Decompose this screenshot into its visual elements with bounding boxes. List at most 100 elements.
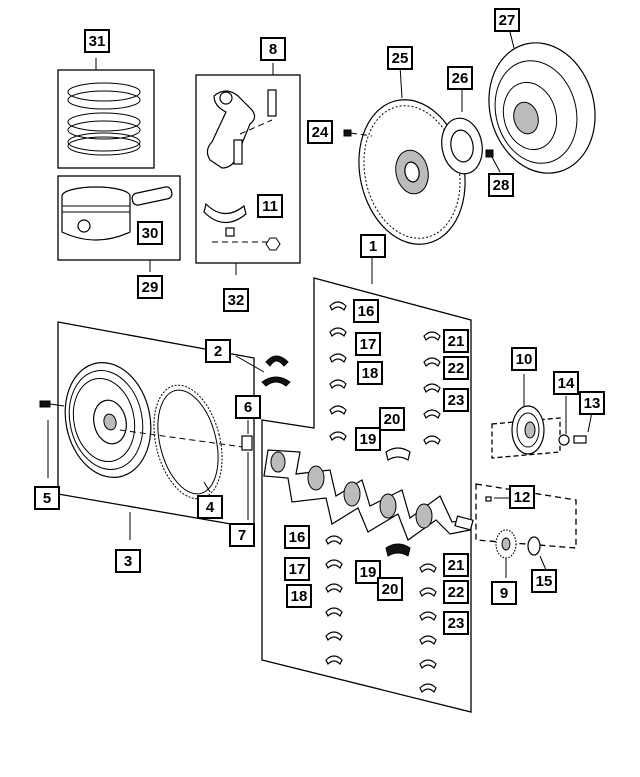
callout-18: 18 <box>286 584 312 608</box>
callout-1: 1 <box>360 234 386 258</box>
vibration-damper-illustration <box>491 374 593 459</box>
callout-12: 12 <box>509 485 535 509</box>
callout-number: 16 <box>289 529 306 546</box>
bearing-shell <box>423 357 441 368</box>
bearing-shell <box>419 587 437 598</box>
bearing-shell <box>419 683 437 694</box>
callout-number: 23 <box>448 615 465 632</box>
callout-31: 31 <box>84 29 110 53</box>
callout-number: 12 <box>514 489 531 506</box>
callout-25: 25 <box>387 46 413 70</box>
callout-9: 9 <box>491 581 517 605</box>
callout-26: 26 <box>447 66 473 90</box>
callout-7: 7 <box>229 523 255 547</box>
callout-19: 19 <box>355 427 381 451</box>
callout-number: 31 <box>89 33 106 50</box>
callout-number: 29 <box>142 279 159 296</box>
callout-number: 23 <box>448 392 465 409</box>
callout-number: 7 <box>238 527 246 544</box>
drive-plate-group-illustration <box>39 321 255 540</box>
bearing-shells <box>329 301 347 442</box>
callout-number: 9 <box>500 585 508 602</box>
callout-labels: 1234567891011121314151616171718181919202… <box>34 8 605 635</box>
callout-4: 4 <box>197 495 223 519</box>
callout-number: 13 <box>584 395 601 412</box>
bearing-shell <box>423 331 441 342</box>
bearing-shell <box>329 379 347 390</box>
callout-number: 21 <box>448 557 465 574</box>
callout-30: 30 <box>137 221 163 245</box>
callout-number: 2 <box>214 343 222 360</box>
callout-number: 22 <box>448 360 465 377</box>
callout-number: 20 <box>384 411 401 428</box>
callout-17: 17 <box>284 557 310 581</box>
callout-2: 2 <box>205 339 231 363</box>
callout-14: 14 <box>553 371 579 395</box>
callout-number: 30 <box>142 225 159 242</box>
callout-number: 27 <box>499 12 516 29</box>
callout-19: 19 <box>355 560 381 584</box>
callout-11: 11 <box>257 194 283 218</box>
callout-23: 23 <box>443 388 469 412</box>
callout-22: 22 <box>443 356 469 380</box>
callout-20: 20 <box>379 407 405 431</box>
bearing-shells <box>419 563 437 694</box>
flywheel-illustration <box>343 65 466 245</box>
callout-21: 21 <box>443 329 469 353</box>
callout-number: 19 <box>360 564 377 581</box>
bearing-shell <box>419 563 437 574</box>
callout-number: 24 <box>312 124 329 141</box>
callout-number: 15 <box>536 573 553 590</box>
bearing-shell <box>329 301 347 312</box>
bearing-shell <box>329 405 347 416</box>
callout-number: 8 <box>269 41 277 58</box>
callout-18: 18 <box>357 361 383 385</box>
callout-number: 20 <box>382 581 399 598</box>
bearing-shell <box>329 353 347 364</box>
piston-rings-illustration <box>57 58 155 169</box>
callout-number: 11 <box>262 198 278 215</box>
callout-number: 32 <box>228 292 245 309</box>
bearing-shell <box>419 635 437 646</box>
callout-number: 10 <box>516 351 533 368</box>
bearing-shell <box>325 655 343 666</box>
piston-illustration <box>57 175 181 272</box>
callout-number: 28 <box>493 177 510 194</box>
bearing-shell <box>325 607 343 618</box>
spacer-plate-illustration <box>441 86 501 175</box>
callout-24: 24 <box>307 120 333 144</box>
bearing-shell <box>325 535 343 546</box>
callout-number: 22 <box>448 584 465 601</box>
crankshaft-group-illustration <box>261 258 474 713</box>
callout-21: 21 <box>443 553 469 577</box>
callout-17: 17 <box>355 332 381 356</box>
bearing-shell <box>325 631 343 642</box>
bearing-shell <box>423 435 441 446</box>
callout-number: 18 <box>362 365 379 382</box>
callout-27: 27 <box>494 8 520 32</box>
callout-number: 14 <box>558 375 575 392</box>
bearing-shell <box>329 431 347 442</box>
callout-number: 17 <box>360 336 377 353</box>
callout-23: 23 <box>443 611 469 635</box>
rear-seal-illustration <box>235 355 291 387</box>
bushing-illustration <box>241 420 253 520</box>
callout-13: 13 <box>579 391 605 415</box>
callout-16: 16 <box>284 525 310 549</box>
callout-16: 16 <box>353 299 379 323</box>
bearing-shell <box>329 327 347 338</box>
callout-number: 5 <box>43 490 51 507</box>
bearing-shells <box>423 331 441 446</box>
bearing-shell <box>325 583 343 594</box>
callout-15: 15 <box>531 569 557 593</box>
callout-number: 4 <box>206 499 215 516</box>
callout-32: 32 <box>223 288 249 312</box>
callout-number: 19 <box>360 431 377 448</box>
callout-number: 18 <box>291 588 308 605</box>
callout-number: 6 <box>244 399 252 416</box>
torque-converter-illustration <box>488 31 596 174</box>
callout-number: 21 <box>448 333 465 350</box>
bearing-shells <box>325 535 343 666</box>
callout-number: 26 <box>452 70 469 87</box>
